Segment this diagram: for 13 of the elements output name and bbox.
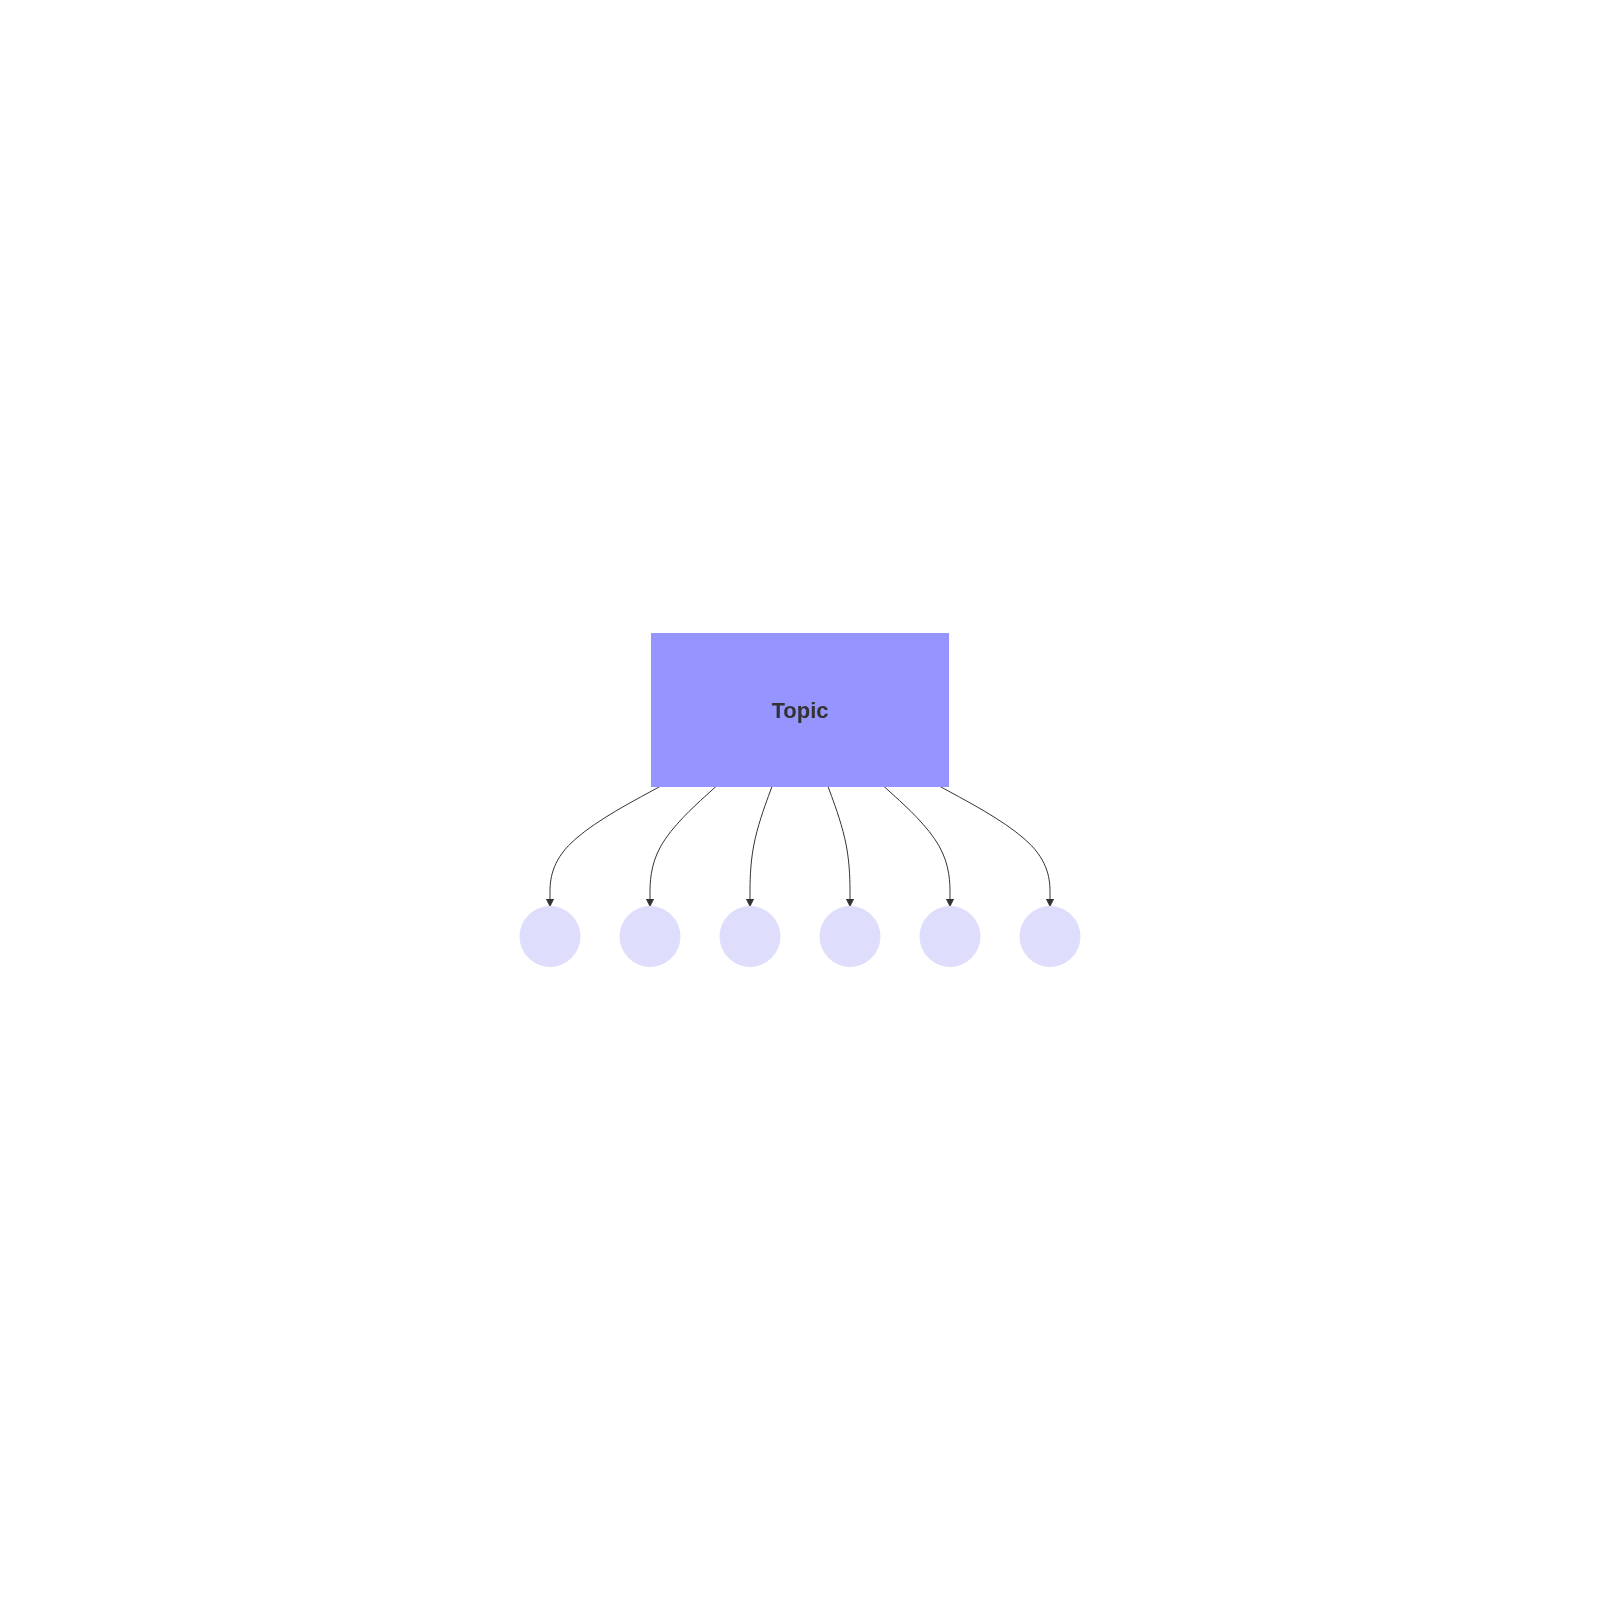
node-circle <box>619 906 681 967</box>
node-circle <box>719 906 781 967</box>
arrow <box>883 786 955 907</box>
arrow <box>545 786 661 907</box>
arrow <box>827 786 855 907</box>
node-box: Topic <box>651 633 949 787</box>
node-circle <box>1019 906 1081 967</box>
arrow <box>745 786 773 907</box>
node-circle <box>819 906 881 967</box>
node-circle <box>519 906 581 967</box>
node-circle <box>919 906 981 967</box>
arrow <box>645 786 717 907</box>
arrow <box>939 786 1055 907</box>
